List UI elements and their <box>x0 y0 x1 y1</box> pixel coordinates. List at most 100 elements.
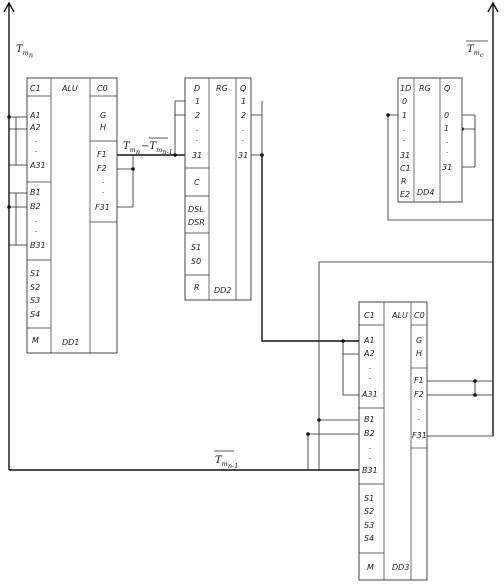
dd1-pin-a31: A31 <box>29 161 46 170</box>
dd1-pin-dot: . <box>102 186 105 195</box>
dd2-pin-dot: . <box>196 134 199 143</box>
dd4-pin-dot: . <box>403 134 406 143</box>
dd2-d-junction <box>173 153 177 157</box>
dd4-pin-e2: E2 <box>400 190 410 199</box>
signal-label-tm-n1: Tmn-1 <box>214 450 238 470</box>
dd2-d-label: D <box>194 84 200 93</box>
dd4-pin-q1: 1 <box>444 124 449 133</box>
dd1-pin-s3: S3 <box>30 296 40 305</box>
dd3-pin-h: H <box>416 349 422 358</box>
dd1-a-bus-wires <box>9 116 27 166</box>
dd1-pin-h: H <box>100 123 106 132</box>
dd3-pin-f2: F2 <box>414 390 424 399</box>
dd1-ref-label: DD1 <box>62 338 79 347</box>
dd4-pin-dot: . <box>446 136 449 145</box>
dd3-alu-label: ALU <box>391 311 408 320</box>
input-bus-tmn <box>3 1 15 470</box>
dd3-b-junction <box>306 432 310 436</box>
dd2-pin-dot: . <box>242 134 245 143</box>
dd2-ref-label: DD2 <box>214 286 231 295</box>
dd3-f-wires <box>427 380 493 437</box>
dd2-pin-q31: 31 <box>238 151 248 160</box>
dd2-pin-d31: 31 <box>192 151 202 160</box>
dd2-q-wires <box>251 101 263 156</box>
dd4-pin-q31: 31 <box>442 163 452 172</box>
dd3-pin-f31: F31 <box>412 431 427 440</box>
dd1-alu-label: ALU <box>61 84 78 93</box>
dd1-pin-b1: B1 <box>30 188 41 197</box>
chip-dd1: C1 ALU C0 A1 A2 . . A31 B1 B2 . . B31 S1… <box>26 77 118 354</box>
svg-text:Tmn−Tmn-1: Tmn−Tmn-1 <box>123 141 173 156</box>
dd1-pin-b31: B31 <box>30 241 46 250</box>
dd2-pin-q2: 2 <box>241 111 246 120</box>
dd1-f-wires <box>117 155 134 208</box>
dd3-pin-s1: S1 <box>364 494 374 503</box>
dd1-pin-dot: . <box>35 225 38 234</box>
signal-label-tmc: Tmc <box>466 40 488 59</box>
dd1-pin-dot: . <box>35 135 38 144</box>
dd2-d-wires <box>174 100 185 156</box>
dd1-pin-f31: F31 <box>95 203 110 212</box>
dd3-pin-b2: B2 <box>364 429 375 438</box>
dd4-pin-dot: . <box>446 146 449 155</box>
output-bus-tmc <box>487 1 499 436</box>
dd3-c1-label: C1 <box>364 311 375 320</box>
dd1-junction <box>7 115 11 119</box>
dd2-pin-dot: . <box>196 124 199 133</box>
dd2-pin-s1: S1 <box>191 243 201 252</box>
dd3-b-junction <box>317 418 321 422</box>
dd2-rg-label: RG <box>216 84 228 93</box>
dd1-pin-m: M <box>32 336 39 345</box>
dd1-c0-label: C0 <box>97 84 108 93</box>
dd3-pin-dot: . <box>369 362 372 371</box>
dd4-pin-d1: 1 <box>402 111 407 120</box>
dd1-pin-s1: S1 <box>30 269 40 278</box>
dd2-pin-dsl: DSL <box>188 205 204 214</box>
dd3-pin-a1: A1 <box>363 336 375 345</box>
signal-label-difference: Tmn−Tmn-1 <box>123 137 173 156</box>
dd3-a-junction <box>341 339 345 343</box>
dd3-pin-g: G <box>416 336 422 345</box>
dd1-pin-dot: . <box>102 176 105 185</box>
dd1-c1-label: C1 <box>30 84 41 93</box>
dd4-1d-label: 1D <box>400 84 411 93</box>
dd3-pin-dot: . <box>418 413 421 422</box>
dd3-pin-s3: S3 <box>364 521 374 530</box>
dd3-ref-label: DD3 <box>392 563 409 572</box>
dd3-pin-dot: . <box>418 403 421 412</box>
dd1-pin-a1: A1 <box>29 111 41 120</box>
dd1-pin-s4: S4 <box>30 310 40 319</box>
dd3-c0-label: C0 <box>414 311 425 320</box>
dd1-pin-s2: S2 <box>30 283 40 292</box>
svg-text:Tmc: Tmc <box>467 44 484 59</box>
dd2-to-dd3-bus <box>261 155 359 342</box>
dd4-input-loop <box>387 114 493 221</box>
dd4-q-label: Q <box>444 84 450 93</box>
dd2-pin-s0: S0 <box>191 257 201 266</box>
chip-dd3: C1 ALU C0 A1 A2 . . A31 B1 B2 . . B31 S1… <box>358 301 428 581</box>
dd1-junction <box>7 205 11 209</box>
dd1-b-bus-wires <box>9 192 27 246</box>
dd2-pin-dot: . <box>242 124 245 133</box>
dd3-pin-dot: . <box>369 452 372 461</box>
dd1-pin-dot: . <box>35 215 38 224</box>
dd1-pin-dot: . <box>35 145 38 154</box>
dd3-f-junction <box>473 379 477 383</box>
dd4-pin-c1: C1 <box>400 164 411 173</box>
dd3-pin-b1: B1 <box>364 415 375 424</box>
dd2-q-label: Q <box>240 84 246 93</box>
dd4-pin-d0: 0 <box>402 97 407 106</box>
dd4-pin-r: R <box>401 177 407 186</box>
dd1-pin-f2: F2 <box>97 164 107 173</box>
dd3-pin-a2: A2 <box>363 349 375 358</box>
signal-label-tmn: Tmn <box>16 44 33 59</box>
dd3-a-wires <box>342 341 359 396</box>
dd1-pin-g: G <box>100 111 106 120</box>
dd2-pin-q1: 1 <box>241 97 246 106</box>
dd4-ref-label: DD4 <box>417 188 434 197</box>
dd2-pin-r: R <box>194 283 200 292</box>
dd4-q-wires <box>462 114 476 168</box>
dd3-pin-f1: F1 <box>414 376 424 385</box>
